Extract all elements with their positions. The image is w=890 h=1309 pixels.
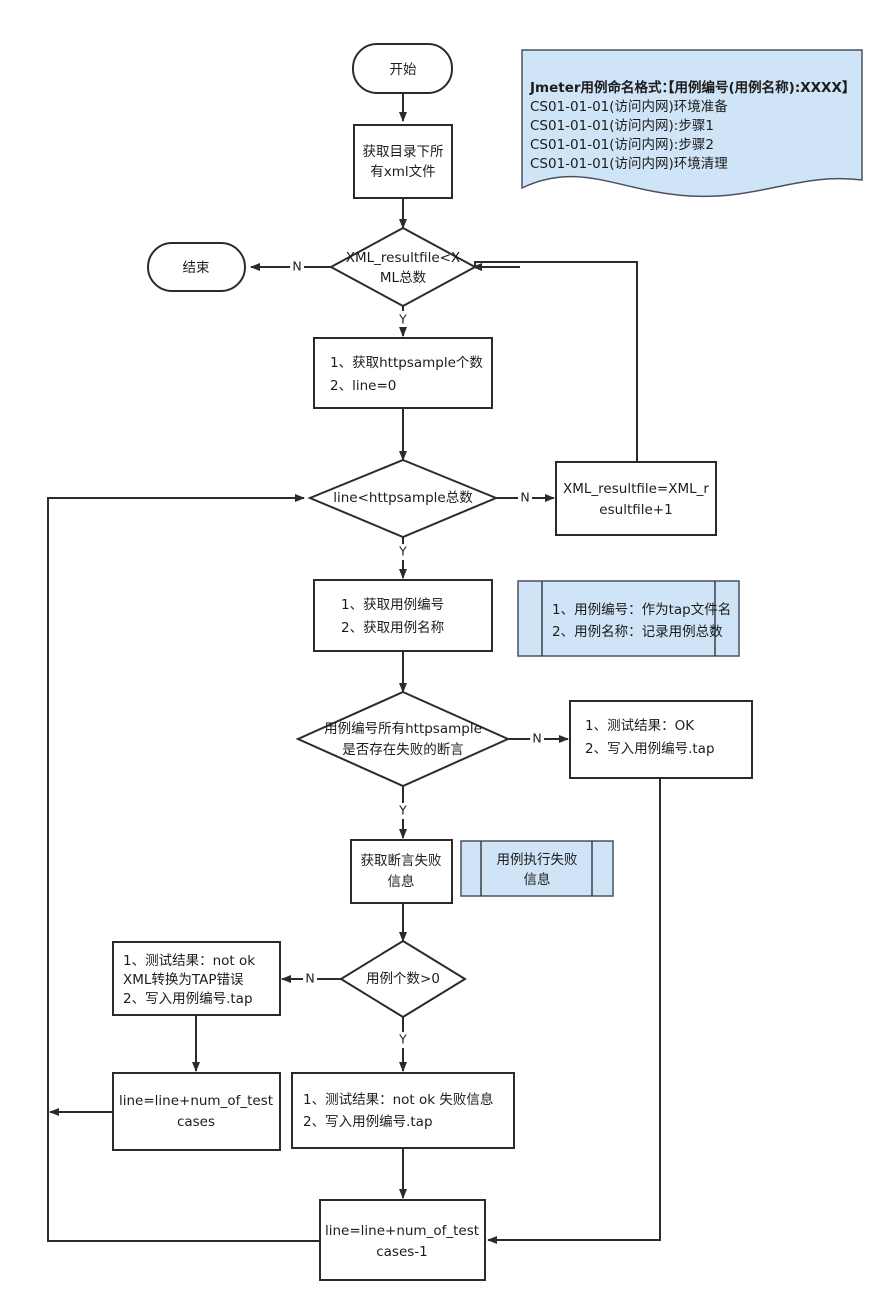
note-naming-format-line1-bold: 【用例编号(用例名称):XXXX】 <box>661 79 855 96</box>
note-naming-format-line3: CS01-01-01(访问内网):步骤1 <box>530 118 714 134</box>
edge-xmlincrement-to-decisionxml <box>474 261 638 462</box>
node-result-not-ok-xml-line3: 2、写入用例编号.tap <box>123 991 253 1007</box>
edge-bottombox-to-decisionline <box>47 497 320 1242</box>
note-case-info: 1、用例编号：作为tap文件名 2、用例名称：记录用例总数 <box>517 580 740 657</box>
node-decision-line[interactable]: line<httpsample总数 <box>307 458 499 539</box>
node-result-ok-line2: 2、写入用例编号.tap <box>585 741 715 757</box>
node-decision-xml-line1: XML_resultfile<X <box>346 250 460 266</box>
node-decision-xml[interactable]: XML_resultfile<X ML总数 <box>328 226 478 308</box>
node-get-xml-files[interactable]: 获取目录下所 有xml文件 <box>353 124 453 199</box>
node-result-not-ok-fail-line2: 2、写入用例编号.tap <box>303 1114 433 1130</box>
node-xml-increment[interactable]: XML_resultfile=XML_r esultfile+1 <box>555 461 717 536</box>
note-case-info-line1: 1、用例编号：作为tap文件名 <box>552 602 731 618</box>
node-line-plus-cases-minus1-line1: line=line+num_of_test <box>325 1223 479 1239</box>
note-case-fail-line1: 用例执行失败 <box>497 852 578 868</box>
node-result-ok[interactable]: 1、测试结果：OK 2、写入用例编号.tap <box>569 700 753 779</box>
note-case-info-line2: 2、用例名称：记录用例总数 <box>552 624 723 640</box>
note-naming-format-line5: CS01-01-01(访问内网)环境清理 <box>530 156 728 172</box>
note-case-fail-line2: 信息 <box>524 871 551 888</box>
node-get-case-info[interactable]: 1、获取用例编号 2、获取用例名称 <box>313 579 493 652</box>
edge-label-line-no: N <box>520 490 529 505</box>
edge-label-xml-yes: Y <box>398 312 407 327</box>
node-line-plus-cases[interactable]: line=line+num_of_test cases <box>112 1072 281 1151</box>
node-decision-assert-line1: 用例编号所有httpsample <box>324 721 482 737</box>
node-decision-xml-line2: ML总数 <box>380 270 427 286</box>
note-naming-format-line2: CS01-01-01(访问内网)环境准备 <box>530 98 728 115</box>
node-get-assert-fail[interactable]: 获取断言失败 信息 <box>350 839 453 904</box>
node-get-assert-fail-line1: 获取断言失败 <box>361 853 442 869</box>
node-result-not-ok-xml[interactable]: 1、测试结果：not ok XML转换为TAP错误 2、写入用例编号.tap <box>112 941 281 1016</box>
node-end[interactable]: 结束 <box>147 242 246 292</box>
node-get-case-info-line1: 1、获取用例编号 <box>341 597 444 613</box>
node-decision-assert-line2: 是否存在失败的断言 <box>342 742 464 758</box>
node-decision-assert[interactable]: 用例编号所有httpsample 是否存在失败的断言 <box>295 690 511 788</box>
node-end-label: 结束 <box>183 260 210 276</box>
node-get-httpsample[interactable]: 1、获取httpsample个数 2、line=0 <box>313 337 493 409</box>
note-naming-format: Jmeter用例命名格式： 【用例编号(用例名称):XXXX】 CS01-01-… <box>521 49 863 198</box>
node-get-case-info-line2: 2、获取用例名称 <box>341 620 444 636</box>
node-result-not-ok-xml-line1: 1、测试结果：not ok <box>123 953 255 969</box>
node-get-xml-files-line2: 有xml文件 <box>370 164 435 180</box>
node-line-plus-cases-minus1[interactable]: line=line+num_of_test cases-1 <box>319 1199 486 1281</box>
edge-label-assert-yes: Y <box>398 803 407 818</box>
edge-label-assert-no: N <box>532 731 541 746</box>
note-naming-format-line1-prefix: Jmeter用例命名格式： <box>529 79 675 96</box>
note-naming-format-line4: CS01-01-01(访问内网):步骤2 <box>530 137 714 153</box>
node-decision-case-count-label: 用例个数>0 <box>366 971 440 987</box>
connectors <box>47 93 661 1244</box>
edge-label-count-no: N <box>305 971 314 986</box>
node-result-not-ok-xml-line2: XML转换为TAP错误 <box>123 972 244 988</box>
node-line-plus-cases-line2: cases <box>177 1114 215 1130</box>
node-get-httpsample-line2: 2、line=0 <box>330 378 396 394</box>
edge-labels: N Y N Y N Y N Y <box>290 259 544 1048</box>
node-start-label: 开始 <box>390 62 417 78</box>
node-result-not-ok-fail-line1: 1、测试结果：not ok 失败信息 <box>303 1091 493 1108</box>
node-result-ok-line1: 1、测试结果：OK <box>585 718 695 734</box>
node-decision-line-label: line<httpsample总数 <box>333 490 473 506</box>
node-xml-increment-line1: XML_resultfile=XML_r <box>563 481 709 497</box>
edge-label-xml-no: N <box>292 259 301 274</box>
node-xml-increment-line2: esultfile+1 <box>599 502 672 518</box>
node-start[interactable]: 开始 <box>352 43 453 94</box>
node-line-plus-cases-minus1-line2: cases-1 <box>376 1244 428 1260</box>
note-case-fail: 用例执行失败 信息 <box>460 840 614 897</box>
node-result-not-ok-fail[interactable]: 1、测试结果：not ok 失败信息 2、写入用例编号.tap <box>291 1072 515 1149</box>
edge-label-line-yes: Y <box>398 544 407 559</box>
node-get-xml-files-line1: 获取目录下所 <box>363 144 444 160</box>
node-get-assert-fail-line2: 信息 <box>388 873 415 890</box>
node-decision-case-count[interactable]: 用例个数>0 <box>339 939 467 1019</box>
edge-label-count-yes: Y <box>398 1032 407 1047</box>
edge-resultok-to-bottombox <box>490 778 661 1241</box>
node-line-plus-cases-line1: line=line+num_of_test <box>119 1093 273 1109</box>
node-get-httpsample-line1: 1、获取httpsample个数 <box>330 355 483 371</box>
